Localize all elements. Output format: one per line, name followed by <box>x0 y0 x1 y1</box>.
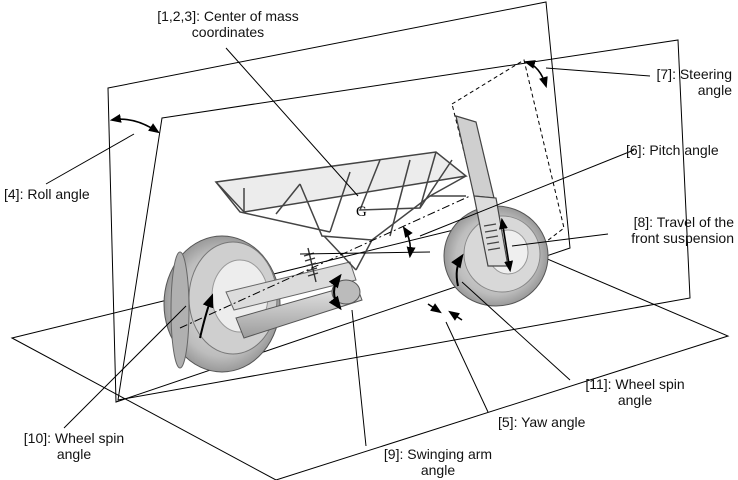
front-suspension-arrow <box>498 217 514 273</box>
pitch-reference-line <box>179 195 471 329</box>
front-wheel-spin-arrow <box>451 253 464 287</box>
rear-wheel <box>163 235 281 373</box>
leader-lines <box>45 47 651 447</box>
swinging-arm-angle-arrow <box>328 273 342 311</box>
rear-wheel-spin-arrow <box>199 293 214 339</box>
label-rear-wheel-spin-angle: [10]: Wheel spin angle <box>23 430 125 462</box>
ground-plane <box>10 225 730 480</box>
label-pitch-angle: [6]: Pitch angle <box>626 142 719 158</box>
label-roll-angle: [4]: Roll angle <box>4 186 90 202</box>
pitch-angle-arrow <box>402 226 416 259</box>
label-front-wheel-spin-angle: [11]: Wheel spin angle <box>585 376 685 408</box>
roll-angle-arrow <box>109 113 160 134</box>
yaw-angle-arrow-left <box>427 303 442 314</box>
label-center-of-mass: [1,2,3]: Center of mass coordinates <box>157 8 299 40</box>
yaw-angle-arrow-right <box>448 310 463 321</box>
label-swinging-arm-angle: [9]: Swinging arm angle <box>383 446 493 478</box>
label-yaw-angle: [5]: Yaw angle <box>498 414 586 430</box>
frame <box>214 151 468 271</box>
steering-plane <box>451 59 565 281</box>
vertical-plane <box>107 1 571 403</box>
steering-angle-arrow <box>523 60 548 89</box>
label-steering-angle: [7]: Steering angle <box>656 66 733 98</box>
rolled-plane <box>117 39 691 401</box>
mass-marker: G <box>356 204 367 220</box>
label-front-suspension-travel: [8]: Travel of the front suspension <box>631 214 734 246</box>
